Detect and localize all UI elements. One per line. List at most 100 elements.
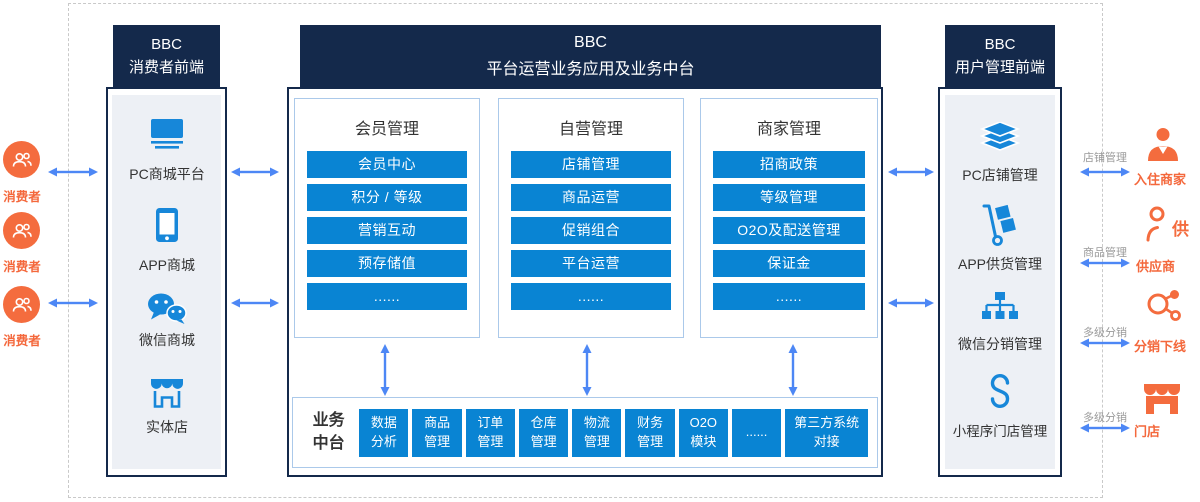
panel-self-operation: 自营管理 店铺管理 商品运营 促销组合 平台运营 ......	[498, 98, 684, 338]
handtruck-icon	[979, 203, 1021, 246]
orgtree-icon	[981, 292, 1019, 322]
tile-line: 数据	[370, 414, 397, 430]
tile-line: 模块	[690, 433, 717, 449]
platform-tile: 物流管理	[572, 408, 622, 457]
dashed-boundary	[68, 3, 1103, 498]
consumer-avatar	[3, 212, 40, 249]
tile-line: 财务	[637, 414, 664, 430]
panel-title: 自营管理	[558, 121, 623, 138]
link-label: 商品管理	[1083, 247, 1127, 259]
supplier-icon-char: 供	[1172, 220, 1189, 239]
horizontal-double-arrow	[231, 167, 279, 177]
right-header-line2: 用户管理前端	[954, 58, 1045, 76]
platform-tile: 财务管理	[625, 408, 675, 457]
panel-title: 商家管理	[756, 121, 821, 138]
platform-tile: 商品管理	[412, 408, 462, 457]
link-label: 多级分销	[1083, 327, 1127, 339]
tile-line: 订单	[477, 414, 504, 430]
wechat-icon	[147, 292, 187, 324]
panel-member-management: 会员管理 会员中心 积分 / 等级 营销互动 预存储值 ......	[294, 98, 480, 338]
panel-item: 会员中心	[307, 151, 467, 178]
vertical-double-arrow	[380, 344, 390, 396]
platform-tile: O2O 模块	[678, 408, 728, 457]
business-middle-platform: 业务 中台 数据分析 商品管理 订单管理 仓库管理 物流管理 财务管理 O2O 模…	[292, 397, 878, 468]
left-item-label: 微信商城	[139, 332, 195, 348]
left-header-line1: BBC	[151, 35, 182, 53]
tile-line: 分析	[370, 433, 397, 449]
miniprogram-icon	[982, 372, 1018, 410]
distribution-icon	[1146, 288, 1184, 325]
panel-item: ......	[713, 283, 865, 310]
platform-tile: 数据分析	[359, 408, 409, 457]
panel-item: 平台运营	[511, 250, 671, 277]
right-header-line1: BBC	[984, 35, 1016, 53]
platform-tile: 仓库管理	[518, 408, 569, 457]
desktop-icon	[147, 119, 187, 149]
tile-line: 对接	[813, 433, 840, 449]
center-header: BBC 平台运营业务应用及业务中台	[300, 25, 881, 87]
vertical-double-arrow	[788, 344, 798, 396]
consumers-icon	[12, 297, 32, 312]
smartphone-icon	[155, 207, 179, 243]
horizontal-double-arrow	[231, 298, 279, 308]
horizontal-double-arrow	[1080, 167, 1130, 177]
platform-tile: 订单管理	[465, 408, 515, 457]
link-label: 多级分销	[1083, 412, 1127, 424]
tile-line: 物流	[583, 414, 610, 430]
businessman-icon	[1146, 127, 1180, 162]
entity-label: 入住商家	[1134, 172, 1187, 187]
shopfront-icon	[1142, 382, 1182, 416]
consumer-label: 消费者	[3, 260, 41, 274]
horizontal-double-arrow	[1080, 423, 1130, 433]
tile-line: 管理	[637, 433, 664, 449]
tile-line: O2O	[689, 414, 718, 430]
entity-label: 门店	[1134, 424, 1161, 439]
panel-item: 积分 / 等级	[307, 184, 467, 211]
panel-item: 等级管理	[713, 184, 865, 211]
left-item-label: PC商城平台	[129, 166, 205, 182]
vertical-double-arrow	[582, 344, 592, 396]
right-item-label: 微信分销管理	[958, 336, 1042, 352]
panel-item: ......	[307, 283, 467, 310]
tile-line: 第三方系统	[794, 414, 860, 430]
platform-label-line1: 业务	[312, 412, 345, 430]
panel-item: 预存储值	[307, 250, 467, 277]
panel-title: 会员管理	[354, 121, 419, 138]
link-label: 店铺管理	[1083, 152, 1127, 164]
tile-line: 商品	[424, 414, 451, 430]
left-item-label: APP商城	[138, 257, 195, 273]
platform-tile: 第三方系统对接	[785, 408, 868, 457]
horizontal-double-arrow	[48, 298, 98, 308]
panel-item: 招商政策	[713, 151, 865, 178]
entity-label: 分销下线	[1134, 339, 1187, 354]
tile-line: 管理	[424, 433, 451, 449]
tile-line: 管理	[530, 433, 557, 449]
center-header-line2: 平台运营业务应用及业务中台	[486, 60, 695, 78]
consumer-avatar	[3, 141, 40, 178]
horizontal-double-arrow	[888, 298, 934, 308]
right-column-header: BBC 用户管理前端	[945, 25, 1055, 87]
store-icon	[149, 378, 185, 409]
horizontal-double-arrow	[1080, 338, 1130, 348]
horizontal-double-arrow	[1080, 258, 1130, 268]
tile-line: 仓库	[530, 414, 557, 430]
entity-label: 供应商	[1136, 259, 1176, 274]
horizontal-double-arrow	[48, 167, 98, 177]
consumer-label: 消费者	[3, 334, 41, 348]
right-item-label: PC店铺管理	[962, 167, 1038, 183]
right-item-label: 小程序门店管理	[952, 424, 1048, 439]
tile-line: 管理	[477, 433, 504, 449]
panel-item: 商品运营	[511, 184, 671, 211]
horizontal-double-arrow	[888, 167, 934, 177]
center-header-line1: BBC	[574, 33, 607, 51]
left-column-panel	[112, 95, 221, 469]
layers-icon	[980, 122, 1020, 152]
panel-item: 保证金	[713, 250, 865, 277]
panel-merchant-management: 商家管理 招商政策 等级管理 O2O及配送管理 保证金 ......	[700, 98, 878, 338]
platform-label-line2: 中台	[312, 434, 345, 452]
platform-label: 业务 中台	[302, 410, 355, 455]
panel-item: 店铺管理	[511, 151, 671, 178]
panel-item: ......	[511, 283, 671, 310]
tile-line: ......	[745, 424, 768, 440]
